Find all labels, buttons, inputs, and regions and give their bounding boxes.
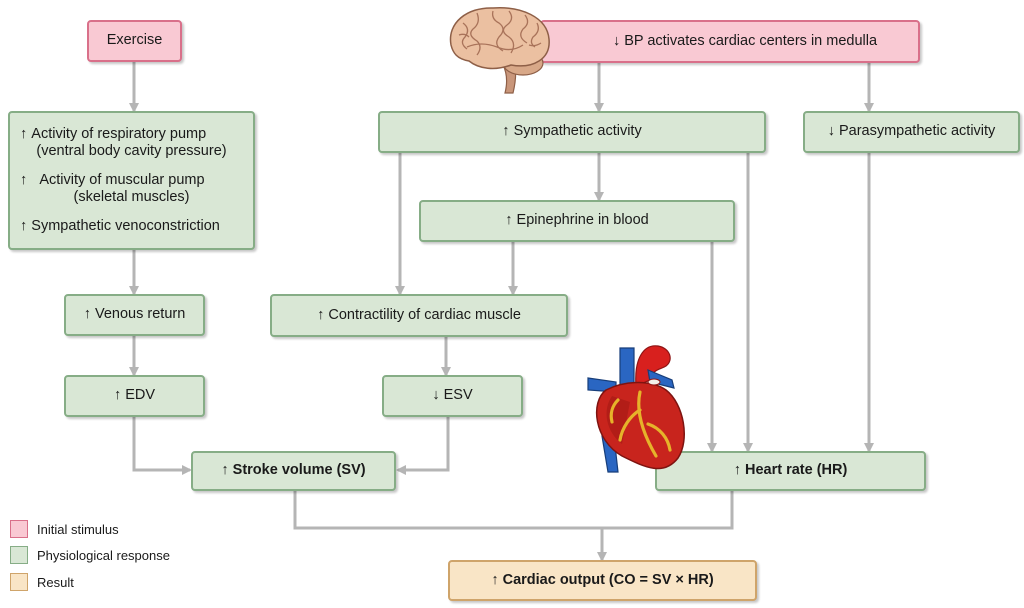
muscular-pump-detail: (skeletal muscles) xyxy=(73,189,190,206)
bp-medulla-box: BP activates cardiac centers in medulla xyxy=(540,20,920,63)
venous-factors-box: Activity of respiratory pump (ventral bo… xyxy=(8,111,255,250)
sympathetic-box: Sympathetic activity xyxy=(378,111,766,153)
arrow-edv-to-stroke-volume xyxy=(132,417,192,475)
stroke-volume-label: Stroke volume (SV) xyxy=(221,462,366,479)
legend-label-stimulus: Initial stimulus xyxy=(37,521,119,537)
brain-illustration xyxy=(449,7,550,94)
venoconstriction-label: Sympathetic venoconstriction xyxy=(20,218,220,235)
legend-swatch-stimulus xyxy=(10,520,28,538)
bp-medulla-label: BP activates cardiac centers in medulla xyxy=(613,33,877,50)
heart-illustration xyxy=(587,345,685,473)
esv-box: ESV xyxy=(382,375,523,417)
epinephrine-box: Epinephrine in blood xyxy=(419,200,735,242)
respiratory-pump-detail: (ventral body cavity pressure) xyxy=(36,142,227,159)
legend-swatch-response xyxy=(10,546,28,564)
venous-return-box: Venous return xyxy=(64,294,205,336)
sympathetic-label: Sympathetic activity xyxy=(502,123,642,140)
contractility-label: Contractility of cardiac muscle xyxy=(317,307,521,324)
legend-physiological-response: Physiological response xyxy=(10,545,170,565)
respiratory-pump-label: Activity of respiratory pump xyxy=(20,126,206,143)
legend-result: Result xyxy=(10,572,74,592)
legend-label-result: Result xyxy=(37,574,74,590)
legend-label-response: Physiological response xyxy=(37,547,170,563)
legend-swatch-result xyxy=(10,573,28,591)
esv-label: ESV xyxy=(432,387,473,404)
stroke-volume-box: Stroke volume (SV) xyxy=(191,451,396,491)
muscular-pump-label: Activity of muscular pump xyxy=(20,172,205,189)
venous-return-label: Venous return xyxy=(84,306,185,323)
edv-label: EDV xyxy=(114,387,155,404)
edv-box: EDV xyxy=(64,375,205,417)
legend-initial-stimulus: Initial stimulus xyxy=(10,519,119,539)
cardiac-output-box: Cardiac output (CO = SV × HR) xyxy=(448,560,757,601)
parasympathetic-box: Parasympathetic activity xyxy=(803,111,1020,153)
heart-rate-label: Heart rate (HR) xyxy=(734,462,847,479)
cardiac-output-label: Cardiac output (CO = SV × HR) xyxy=(491,572,714,589)
epinephrine-label: Epinephrine in blood xyxy=(505,212,649,229)
exercise-box: Exercise xyxy=(87,20,182,62)
contractility-box: Contractility of cardiac muscle xyxy=(270,294,568,337)
arrow-esv-to-stroke-volume xyxy=(396,417,450,475)
merge-line-sv-hr xyxy=(293,491,734,530)
parasympathetic-label: Parasympathetic activity xyxy=(828,123,995,140)
heart-rate-box: Heart rate (HR) xyxy=(655,451,926,491)
exercise-label: Exercise xyxy=(106,32,163,49)
